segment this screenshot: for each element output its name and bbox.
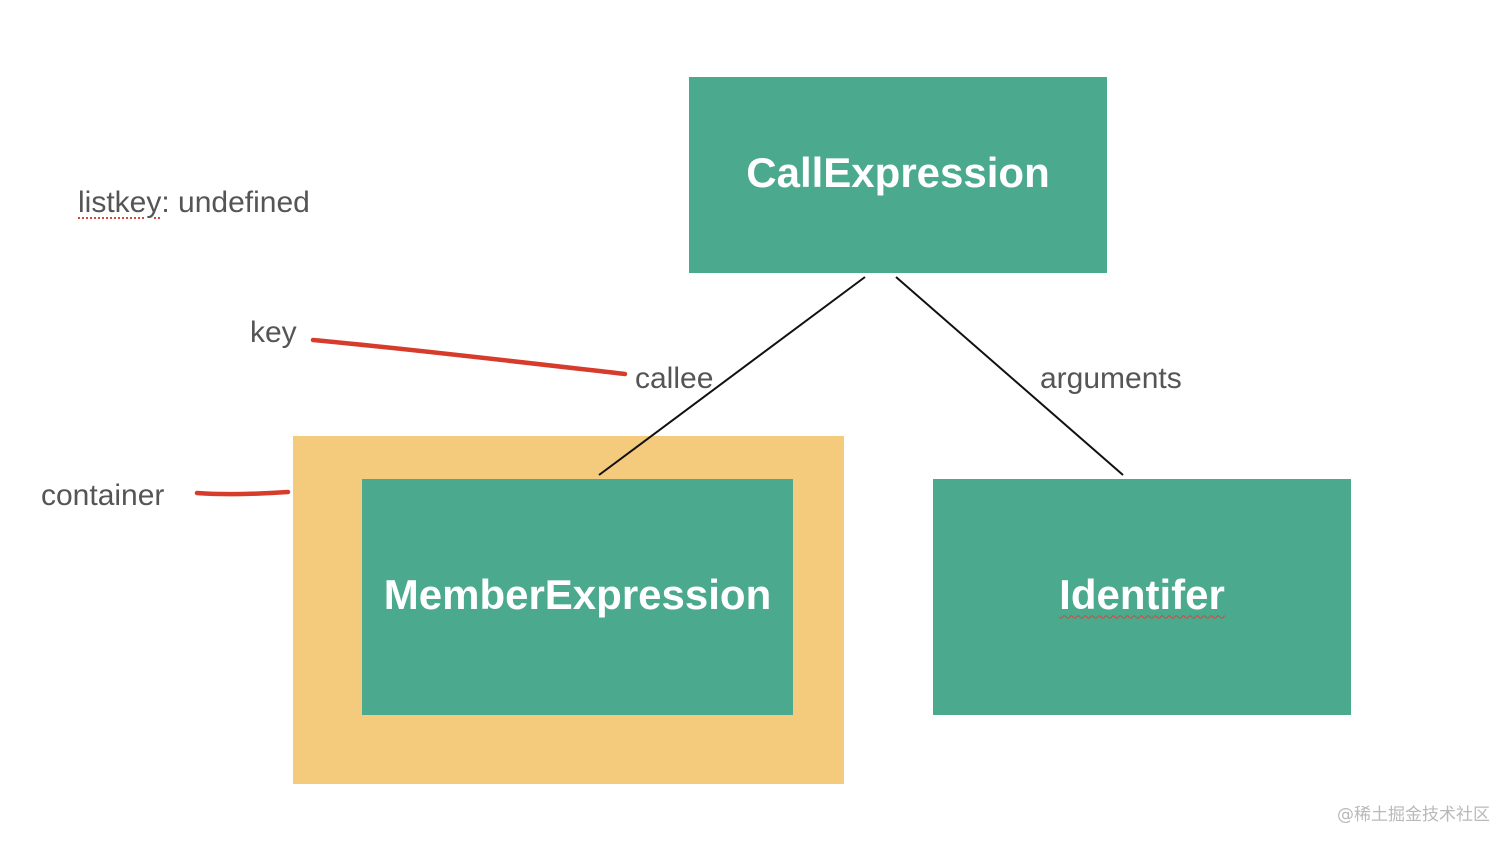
callee-edge-label: callee xyxy=(635,362,714,395)
container-annotation-stroke xyxy=(194,489,291,497)
key-label: key xyxy=(250,316,297,349)
identifier-label: Identifer xyxy=(1059,570,1225,618)
member-expression-node: MemberExpression xyxy=(362,479,793,715)
container-label: container xyxy=(41,479,165,512)
member-expression-label: MemberExpression xyxy=(383,570,772,618)
arguments-edge-label: arguments xyxy=(1040,362,1182,395)
callee-edge xyxy=(598,276,866,476)
listkey-value: : undefined xyxy=(161,186,310,219)
call-expression-node: CallExpression xyxy=(689,77,1107,273)
watermark: @稀土掘金技术社区 xyxy=(1337,805,1490,825)
key-annotation-stroke xyxy=(310,337,628,377)
listkey-name: listkey xyxy=(78,186,162,219)
arguments-edge xyxy=(895,276,1124,476)
call-expression-label: CallExpression xyxy=(746,149,1050,196)
identifier-node: Identifer xyxy=(933,479,1351,715)
listkey-label: listkey: undefined xyxy=(78,188,310,218)
